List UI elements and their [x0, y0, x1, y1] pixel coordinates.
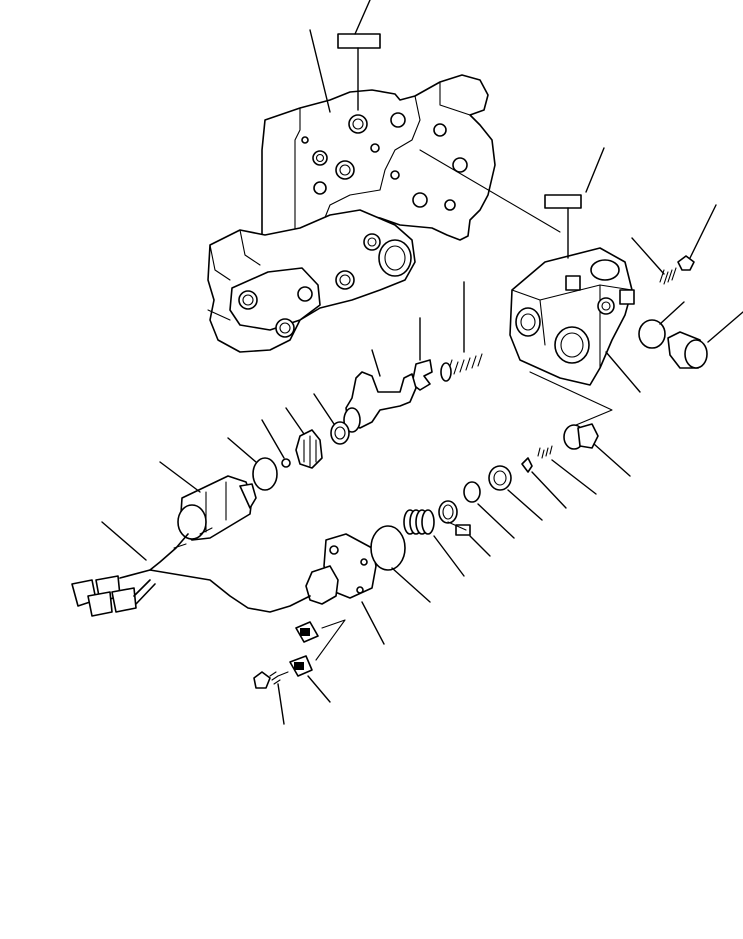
label-tag-upper: [337, 33, 381, 49]
o-ring-large: [370, 525, 406, 571]
o-ring-plug: [638, 319, 666, 349]
retainer-ring: [438, 500, 458, 524]
terminal-clip-lower: [289, 655, 313, 677]
spool: [343, 371, 417, 433]
reference-line-bracket: [529, 371, 613, 426]
reference-line-diagonal: [419, 149, 561, 233]
needle: [521, 457, 533, 473]
ball: [281, 458, 291, 468]
spring-small: [537, 445, 553, 459]
callout-leaders: [101, 0, 743, 725]
o-ring-solenoid: [252, 457, 278, 491]
label-tag-right: [544, 194, 582, 209]
reference-line-clips: [315, 619, 346, 661]
main-valve-body: [207, 74, 496, 353]
harness-dashes: [173, 527, 213, 549]
screw: [253, 671, 289, 689]
solenoid-harness: [71, 533, 189, 617]
reference-line-shim: [447, 521, 467, 531]
terminal-clip-upper: [295, 621, 319, 643]
spring-center: [440, 353, 483, 382]
adapter: [563, 423, 599, 450]
o-ring-small: [463, 481, 481, 503]
harness-wire: [149, 569, 311, 613]
shim-tag: [455, 524, 471, 536]
small-spring-right: [659, 255, 695, 285]
spring-seat: [330, 421, 350, 445]
valve-seat: [488, 465, 512, 491]
solenoid: [177, 475, 257, 541]
valve-cover-block: [509, 247, 635, 386]
spring-lower: [403, 509, 435, 535]
cover-plate-lower: [305, 533, 377, 605]
piston-threaded: [295, 429, 323, 469]
plug: [667, 331, 708, 369]
